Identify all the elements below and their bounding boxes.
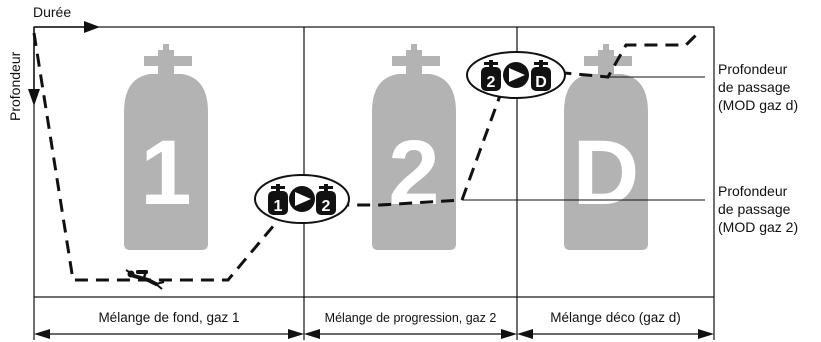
dive-profile-line <box>32 29 702 282</box>
zone-3-cylinder-glyph: D <box>573 122 639 224</box>
gas-cylinder-icon: 2 <box>481 60 501 91</box>
gas-cylinder-icon: D <box>531 60 551 91</box>
phase-label-deco: Mélange déco (gaz d) <box>550 310 681 325</box>
callout-mod-gaz-d-line-1: Profondeur <box>718 61 788 77</box>
gas-cylinder-icon: 2 <box>316 184 336 215</box>
arrow-down-icon <box>28 27 40 106</box>
zone-1-cylinder: 1 <box>124 44 208 250</box>
phase-label-fond: Mélange de fond, gaz 1 <box>98 310 240 325</box>
callout-mod-gaz-d-line-3: (MOD gaz d) <box>718 97 799 113</box>
callout-mod-gaz-2: Profondeur de passage (MOD gaz 2) <box>718 182 798 236</box>
zone-3-cylinder: D <box>564 44 648 250</box>
gas-cylinder-icon: 1 <box>268 184 288 215</box>
phase-arrows <box>34 329 714 339</box>
phase-label-progression: Mélange de progression, gaz 2 <box>324 311 497 325</box>
arrow-right-icon <box>34 21 100 33</box>
zone-1-cylinder-glyph: 1 <box>140 122 191 224</box>
svg-text:D: D <box>535 74 547 91</box>
gas-switch-arrow-icon <box>289 186 315 212</box>
callout-mod-gaz-2-line-2: de passage <box>718 201 791 217</box>
svg-text:2: 2 <box>487 74 496 91</box>
diver-icon <box>125 269 165 290</box>
gas-switch-arrow-icon <box>503 62 529 88</box>
callout-mod-gaz-d: Profondeur de passage (MOD gaz d) <box>718 60 798 114</box>
gas-switch-badge-1-2: 1 2 <box>254 174 350 224</box>
zone-2-cylinder-glyph: 2 <box>388 122 439 224</box>
y-axis-label: Profondeur <box>7 51 23 121</box>
callout-mod-gaz-d-line-2: de passage <box>718 79 791 95</box>
svg-text:2: 2 <box>322 198 331 215</box>
svg-text:1: 1 <box>274 198 283 215</box>
callout-mod-gaz-2-line-3: (MOD gaz 2) <box>718 219 799 235</box>
x-axis-label: Durée <box>33 4 72 20</box>
zone-2-cylinder: 2 <box>372 44 456 250</box>
callout-mod-gaz-2-line-1: Profondeur <box>718 183 788 199</box>
gas-switch-badge-2-d: 2 D <box>466 51 566 99</box>
